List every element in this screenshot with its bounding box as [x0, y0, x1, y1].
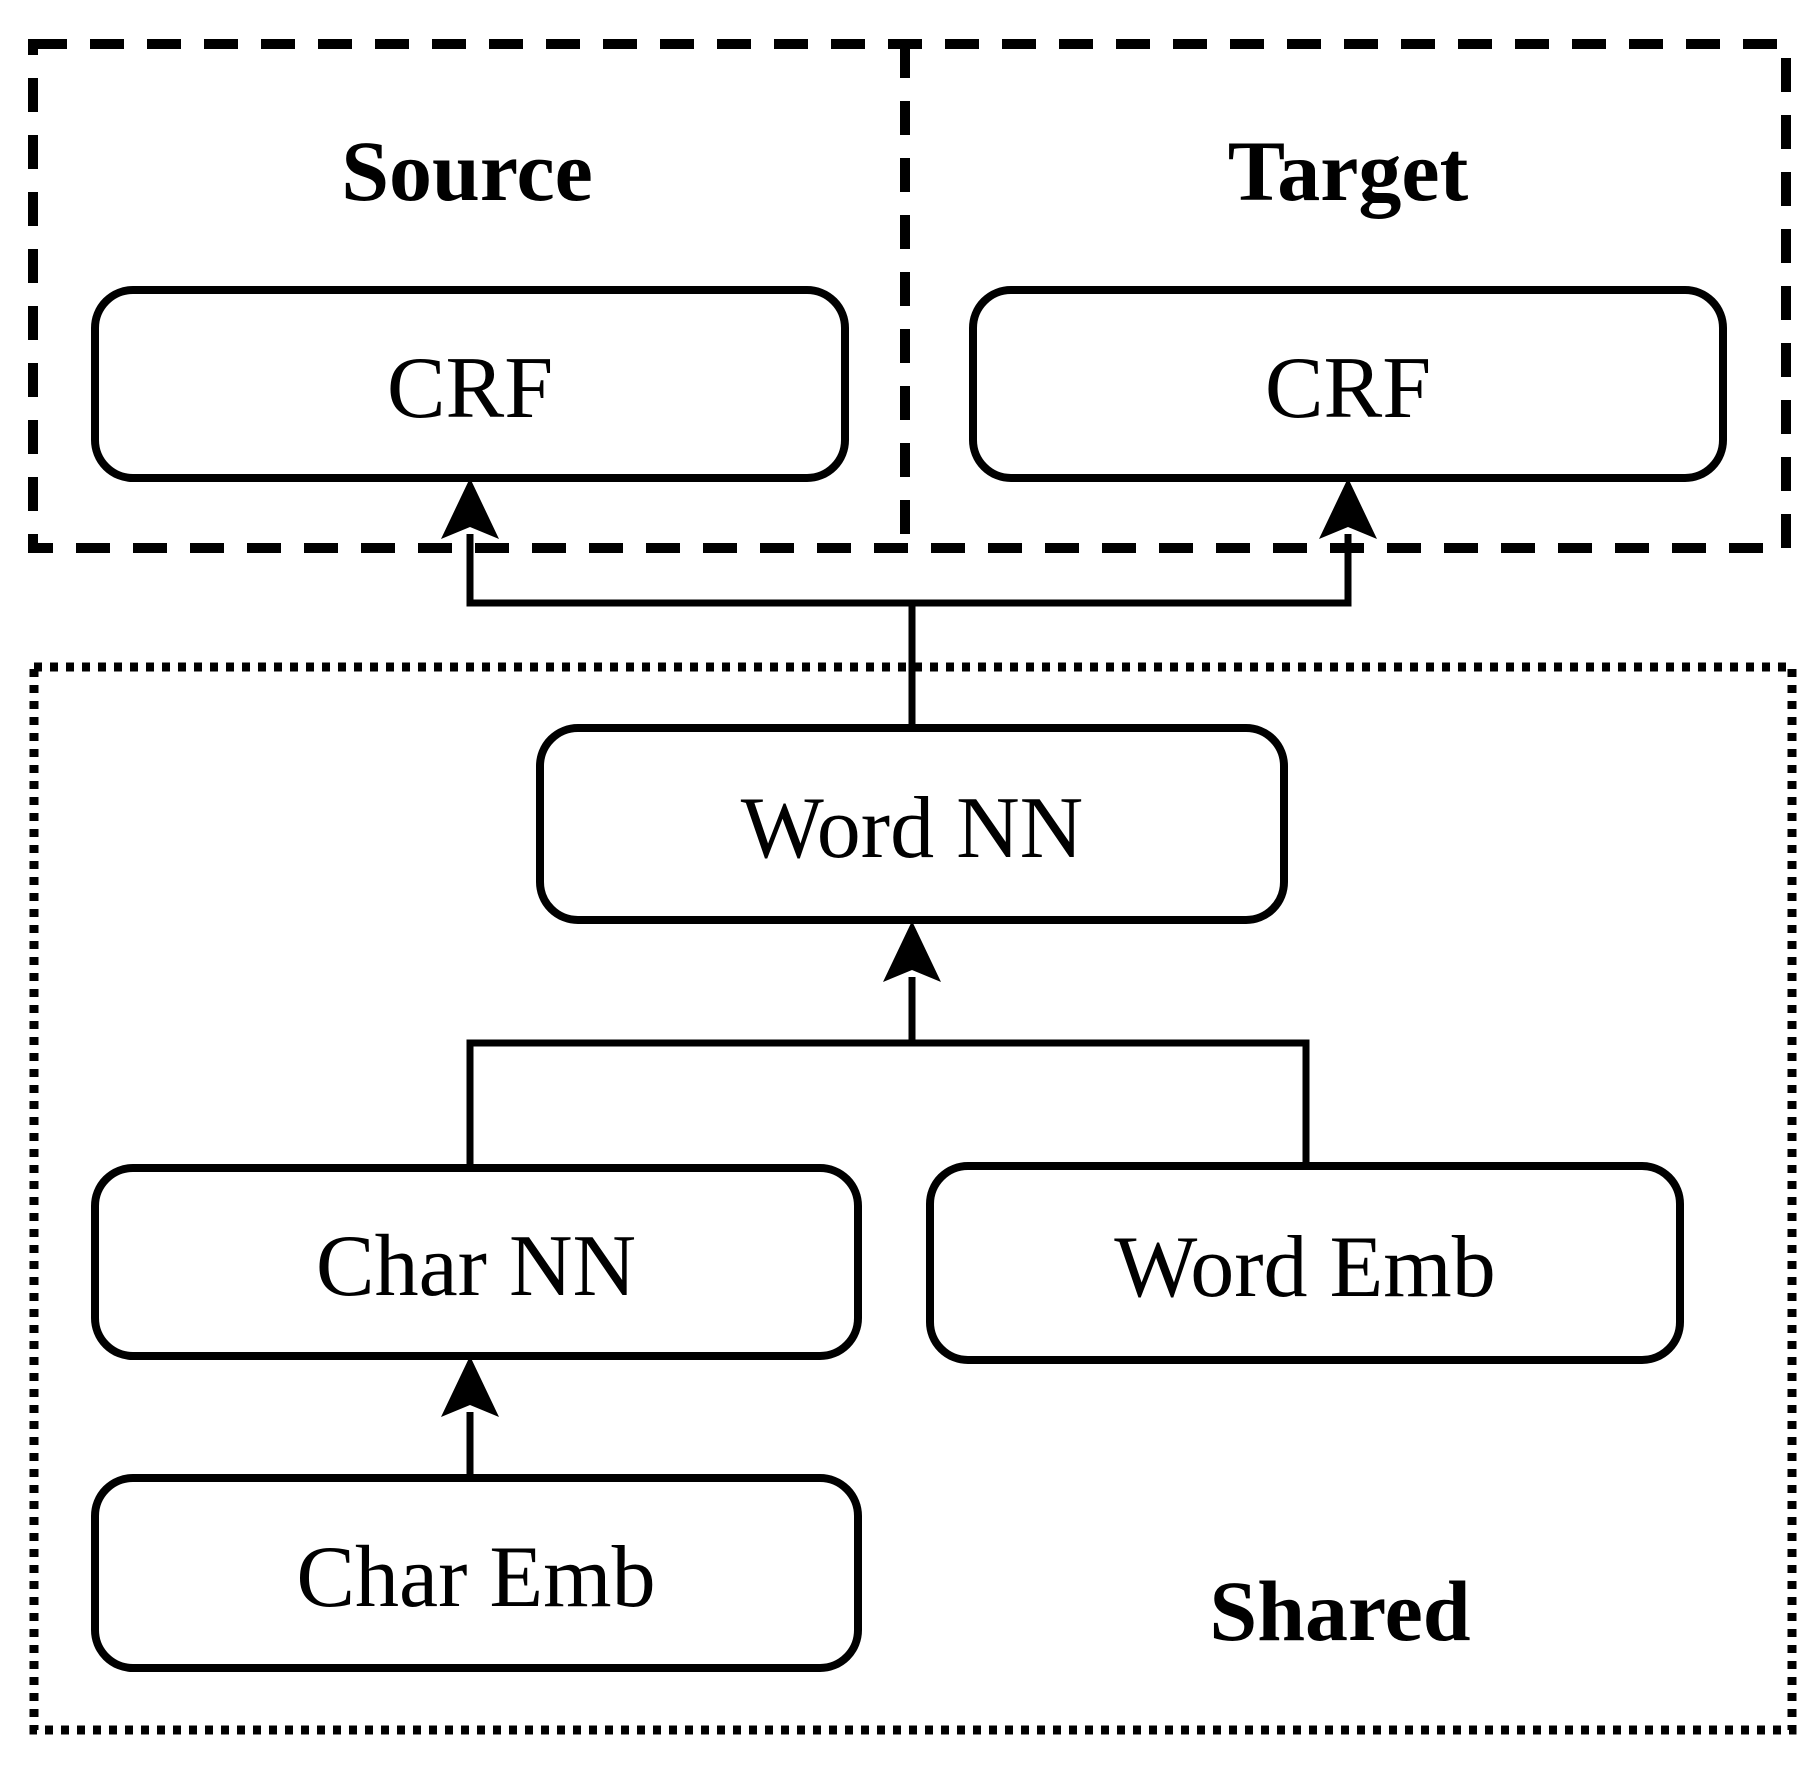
node-source-crf-label: CRF — [387, 340, 553, 437]
edge-charnn-wordemb-to-wordnn-trunk — [466, 1039, 1310, 1168]
node-char-nn-label: Char NN — [316, 1218, 636, 1315]
arrowhead-into-wordnn — [883, 921, 941, 982]
node-word-nn-label: Word NN — [741, 780, 1083, 877]
shared-group-label: Shared — [1209, 1563, 1470, 1659]
target-group-label: Target — [1228, 123, 1469, 219]
arrowhead-into-target-crf — [1319, 478, 1377, 539]
node-source-crf-box — [91, 286, 849, 482]
shared-group-border — [29, 662, 1797, 1735]
node-char-emb-label: Char Emb — [296, 1529, 655, 1626]
source-group-label: Source — [341, 123, 593, 219]
node-target-crf-box — [969, 286, 1727, 482]
arrowhead-into-charnn — [441, 1356, 499, 1417]
arrowhead-into-source-crf — [441, 478, 499, 539]
node-word-emb-label: Word Emb — [1114, 1219, 1496, 1316]
node-char-emb-box — [91, 1474, 862, 1672]
node-word-emb-box — [926, 1162, 1684, 1364]
node-target-crf-label: CRF — [1265, 340, 1431, 437]
node-word-nn-box — [536, 724, 1288, 924]
node-char-nn-box — [91, 1164, 862, 1360]
